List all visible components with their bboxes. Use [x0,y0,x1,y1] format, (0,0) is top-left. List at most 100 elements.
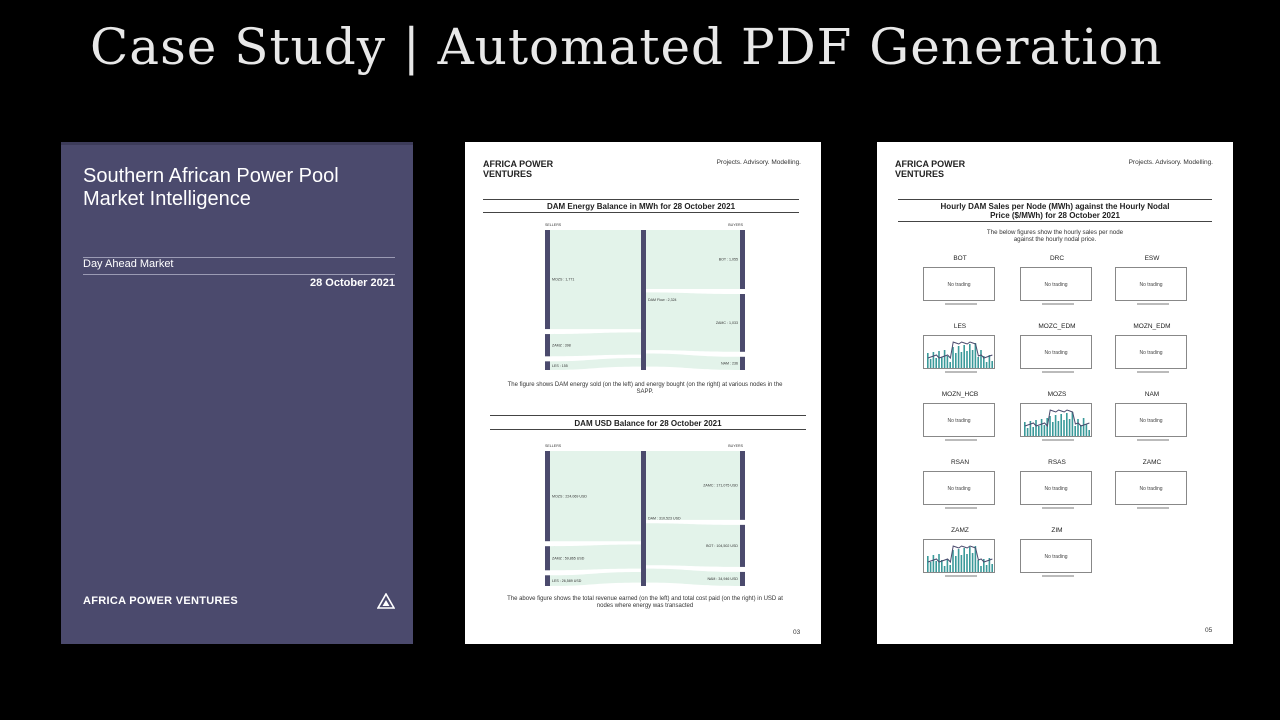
node-chart-title: NAM [1144,391,1160,398]
buyer-node [740,571,745,586]
sales-bar [974,546,977,572]
sales-bar [963,548,965,572]
node-chart-axis [1042,507,1074,509]
node-chart-axis [945,371,977,373]
node-chart-title: DRC [1049,255,1065,262]
buyer-label: BOT : 104,502 USD [706,544,738,548]
page-number: 05 [1205,627,1213,634]
node-chart-axis [1042,439,1074,441]
node-chart-title: MOZS [1047,391,1067,398]
node-chart-title: ZAMC [1142,459,1162,466]
section-rule [490,415,806,416]
node-chart-axis [1137,303,1169,305]
sales-bar [946,559,949,572]
buyer-label: BOT : 1,055 [719,258,738,262]
node-trading-chart [1024,409,1090,436]
buyer-node [740,230,745,290]
seller-node [545,575,550,586]
sales-bar [927,556,929,572]
middle-label: DAM Flow : 2,324 [648,298,677,302]
sales-bar [1032,427,1034,436]
sales-bar [946,356,949,368]
node-chart-title: ESW [1144,255,1160,262]
sales-bar [929,359,932,368]
sales-bar [969,547,971,572]
buyer-flow [646,353,740,370]
sales-bar [943,566,946,572]
cover-divider [83,274,395,275]
cover-subtitle: Day Ahead Market [83,258,174,270]
sales-bar [957,549,960,572]
middle-label: DAM : 310,523 USD [648,517,681,521]
node-chart-frame: No trading [1020,539,1092,573]
page-brand: AFRICA POWER VENTURES [483,159,554,179]
seller-node [545,230,550,330]
seller-node [545,361,550,370]
seller-flow [550,544,641,571]
sales-bar [1077,419,1079,436]
section-rule [490,429,806,430]
node-chart-title: BOT [953,255,967,262]
node-chart-title: ZAMZ [951,527,969,534]
no-trading-label: No trading [1044,350,1068,356]
sales-bar [983,559,985,572]
seller-flow [550,571,641,586]
seller-node [545,334,550,357]
sales-bar [1024,422,1026,436]
sales-bar [1068,419,1071,436]
sales-bar [1054,415,1057,436]
node-chart-axis [1137,507,1169,509]
buyer-flow [646,523,740,567]
sales-bar [1085,424,1088,436]
node-chart-axis [1042,575,1074,577]
buyer-flow [646,230,740,290]
node-chart-axis [1137,439,1169,441]
hourly-sales-page: AFRICA POWER VENTURES Projects. Advisory… [877,142,1233,644]
no-trading-label: No trading [1044,554,1068,560]
sales-bar [1040,419,1043,436]
sales-bar [1071,412,1074,436]
node-chart-axis [1042,371,1074,373]
buyer-flow [646,292,740,352]
node-chart-frame: No trading [923,471,995,505]
sales-bar [1038,426,1040,436]
page-brand: AFRICA POWER VENTURES [895,159,966,179]
sales-bar [977,357,979,368]
buyer-node [740,451,745,520]
seller-node [545,451,550,542]
sales-bar [1082,418,1085,436]
buyer-label: NAM : 236 [721,362,738,366]
buyer-label: ZAMC : 1,033 [716,321,738,325]
sales-bar [985,362,988,368]
mountain-logo-icon [377,593,395,609]
sales-bar [980,350,982,368]
usd-section-title: DAM USD Balance for 28 October 2021 [574,419,722,428]
buyer-flow [646,568,740,586]
no-trading-label: No trading [1139,350,1163,356]
section-rule [483,212,799,213]
sales-bar [1066,413,1068,436]
buyer-label: NAM : 34,946 USD [707,577,738,581]
sales-bar [991,564,993,572]
node-chart-axis [945,575,977,577]
node-chart-frame: No trading [1020,471,1092,505]
price-line [1024,409,1090,428]
hourly-intro: The below figures show the hourly sales … [986,229,1124,243]
node-chart-frame: No trading [1020,267,1092,301]
node-chart-axis [1137,371,1169,373]
middle-node [641,230,646,370]
sales-bar [1088,430,1090,436]
seller-label: LES : 155 [552,364,568,368]
node-chart-axis [945,303,977,305]
sales-bar [1046,418,1048,436]
node-chart-drc: DRC No trading [1014,255,1100,313]
energy-caption: The figure shows DAM energy sold (on the… [507,382,783,395]
seller-label: ZAMZ : 59,865 USD [552,556,585,560]
seller-flow [550,230,641,330]
page-number: 03 [793,629,801,636]
sales-bar [949,565,951,572]
